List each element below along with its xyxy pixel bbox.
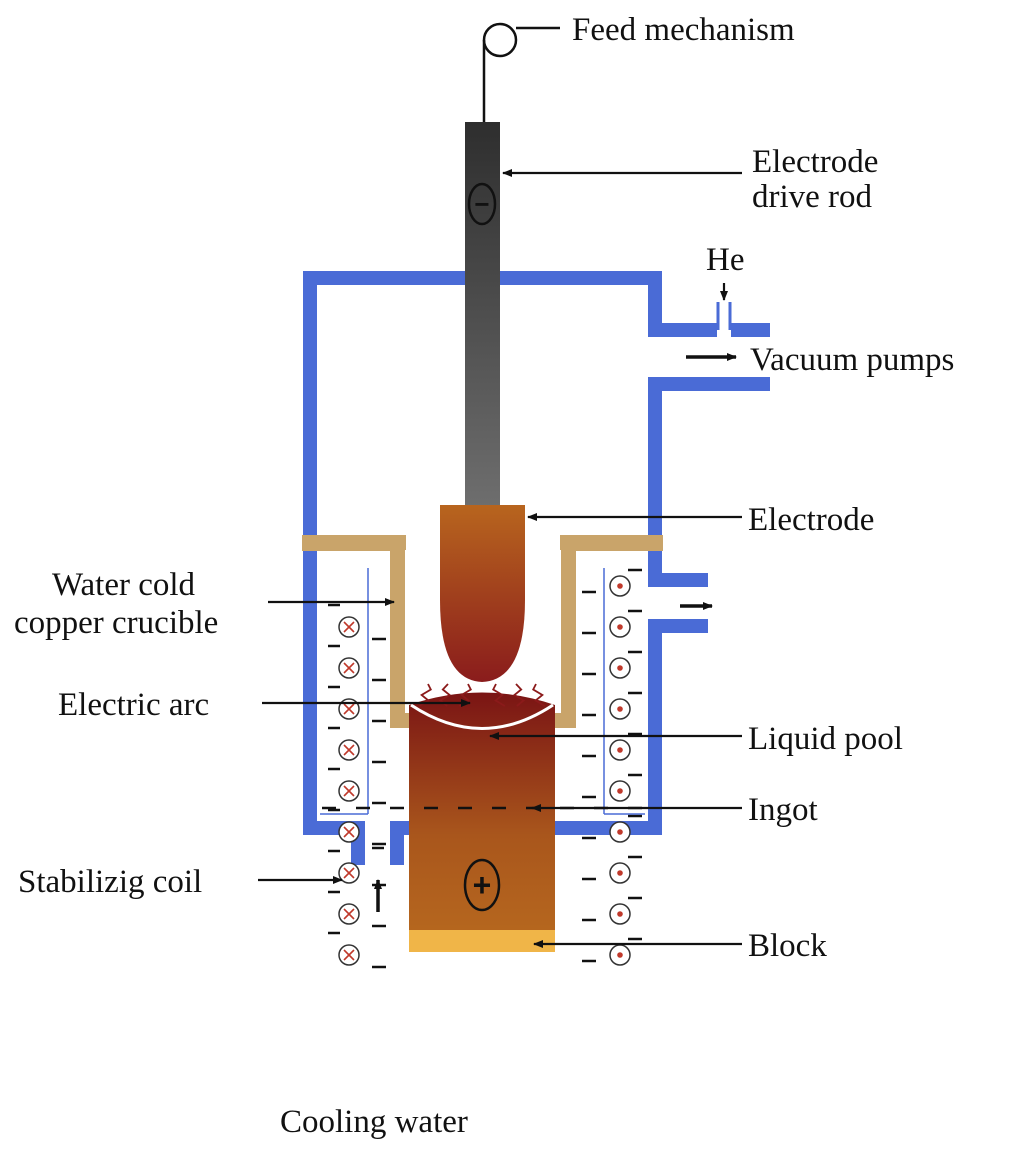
coil-turn-into-page xyxy=(338,616,360,638)
label-stabilizing-coil: Stabilizig coil xyxy=(18,864,202,900)
coil-turn-into-page xyxy=(338,821,360,843)
label-vacuum-pumps: Vacuum pumps xyxy=(750,342,954,378)
coil-turn-out-of-page xyxy=(609,944,631,966)
arc-spark xyxy=(532,683,546,707)
feed-mechanism-pulley xyxy=(482,22,518,58)
coil-turn-out-of-page xyxy=(609,575,631,597)
positive-sign: + xyxy=(473,867,492,903)
chamber-lower-left-wall xyxy=(303,548,365,865)
coil-turn-into-page xyxy=(338,862,360,884)
label-electrode-drive-rod-1: Electrode xyxy=(752,144,878,180)
liquid-pool-surface xyxy=(410,703,554,730)
chamber-upper-right-wall xyxy=(500,271,717,337)
label-cooling-water: Cooling water xyxy=(280,1104,468,1140)
label-liquid-pool: Liquid pool xyxy=(748,721,903,757)
arc-spark xyxy=(512,683,526,707)
leader-lines xyxy=(258,169,742,948)
coil-turn-out-of-page xyxy=(609,780,631,802)
he-inlet-tube xyxy=(716,302,732,330)
chamber-water-outlet-lower xyxy=(390,619,708,865)
coil-turn-out-of-page xyxy=(609,698,631,720)
negative-terminal xyxy=(467,182,497,226)
ingot-body xyxy=(409,692,555,952)
label-ingot: Ingot xyxy=(748,792,818,828)
label-water-cold-2: copper crucible xyxy=(14,605,218,641)
coil-turn-out-of-page xyxy=(609,739,631,761)
coil-turn-into-page xyxy=(338,739,360,761)
electrode-drive-rod xyxy=(465,122,500,507)
coil-turn-into-page xyxy=(338,657,360,679)
coil-turn-into-page xyxy=(338,944,360,966)
stabilizing-coil-right xyxy=(582,568,642,966)
arc-spark xyxy=(492,683,506,707)
label-electrode-drive-rod-2: drive rod xyxy=(752,179,873,215)
coil-turn-out-of-page xyxy=(609,657,631,679)
label-block: Block xyxy=(748,928,827,964)
coil-turn-out-of-page xyxy=(609,903,631,925)
label-water-cold-1: Water cold xyxy=(52,567,196,603)
positive-terminal xyxy=(463,858,501,912)
chamber-lower-right-wall xyxy=(648,548,708,587)
label-electrode: Electrode xyxy=(748,502,874,538)
vacuum-chamber xyxy=(303,271,770,865)
chamber-upper-left-wall xyxy=(303,271,465,538)
coil-turn-out-of-page xyxy=(609,821,631,843)
chamber-vacuum-port-lower xyxy=(648,377,770,538)
coil-turn-into-page xyxy=(338,903,360,925)
label-feed-mechanism: Feed mechanism xyxy=(572,12,795,48)
label-electric-arc: Electric arc xyxy=(58,687,209,723)
label-he: He xyxy=(706,242,744,278)
stabilizing-coil-left xyxy=(328,603,386,969)
negative-sign: − xyxy=(474,189,489,219)
block xyxy=(409,930,555,952)
coil-turn-into-page xyxy=(338,780,360,802)
coil-turn-out-of-page xyxy=(609,862,631,884)
electrode xyxy=(440,505,525,682)
coil-turn-out-of-page xyxy=(609,616,631,638)
